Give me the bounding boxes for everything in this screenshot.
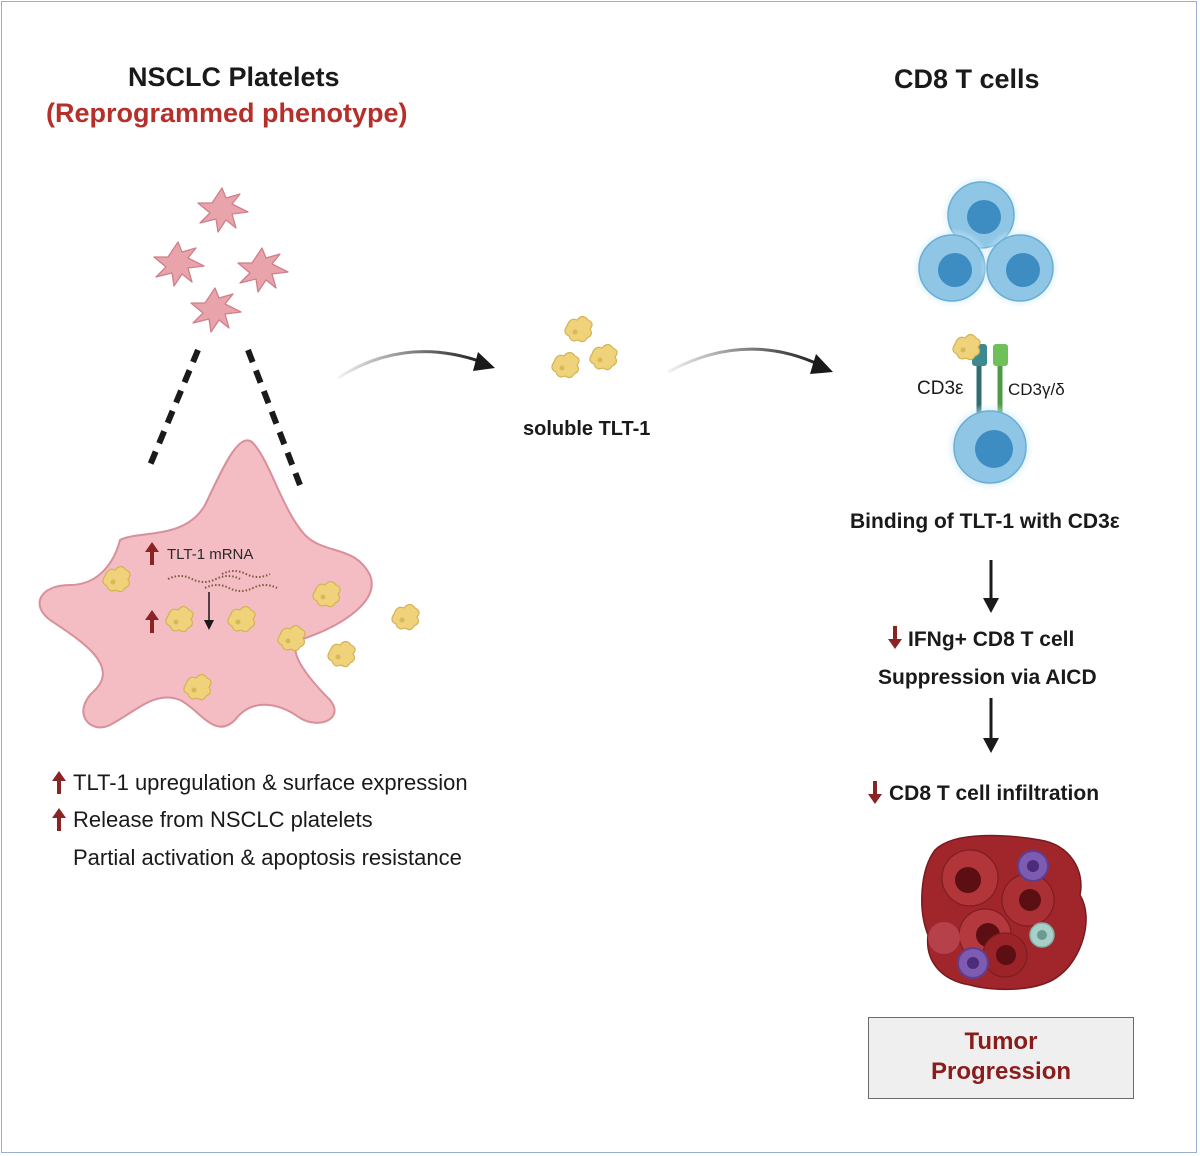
cd3e-label: CD3ε [917, 378, 964, 399]
right-panel-title: CD8 T cells [894, 64, 1040, 94]
up-arrow-icon [52, 808, 66, 832]
up-arrow-icon [145, 610, 159, 634]
t-cell-icon [979, 227, 1061, 309]
platelet-icon [237, 247, 289, 293]
infiltration-label: CD8 T cell infiltration [889, 782, 1100, 805]
left-panel-title: NSCLC Platelets [128, 62, 340, 92]
soluble-tlt1-label: soluble TLT-1 [523, 418, 651, 440]
large-platelet-icon [38, 439, 373, 729]
up-arrow-icon [52, 771, 66, 795]
left-panel-subtitle: (Reprogrammed phenotype) [46, 98, 408, 128]
tlt1-protein-icon [589, 343, 618, 371]
tlt1-protein-icon [391, 603, 420, 631]
bullet-text: Partial activation & apoptosis resistanc… [73, 845, 462, 870]
tumor-progression-label: Tumor Progression [930, 1028, 1072, 1085]
binding-label: Binding of TLT-1 with CD3ε [850, 510, 1120, 533]
platelet-icon [153, 241, 205, 287]
t-cell-icon [946, 403, 1034, 491]
up-arrow-icon [145, 542, 159, 566]
curved-arrow [337, 350, 483, 380]
tlt1-protein-icon [327, 640, 356, 668]
mrna-strand [221, 570, 271, 578]
bullet-text: Release from NSCLC platelets [73, 807, 373, 832]
tlt1-protein-icon [952, 333, 981, 361]
platelet-icon [190, 287, 242, 333]
ifng-label: IFNg+ CD8 T cell [908, 628, 1075, 651]
down-arrow-icon [868, 781, 882, 805]
mrna-label: TLT-1 mRNA [167, 546, 254, 563]
curved-arrow [667, 347, 821, 374]
tlt1-protein-icon [564, 315, 593, 343]
tumor-progression-box: Tumor Progression [868, 1017, 1134, 1099]
cd3gd-label: CD3γ/δ [1008, 380, 1065, 399]
down-arrow-icon [888, 626, 902, 650]
zoom-line [145, 348, 201, 472]
platelet-icon [197, 187, 249, 233]
zoom-line [245, 348, 303, 487]
tumor-icon [921, 834, 1087, 991]
cd3gd-receptor [993, 344, 1008, 366]
aicd-label: Suppression via AICD [878, 666, 1097, 689]
tlt1-protein-icon [551, 351, 580, 379]
bullet-text: TLT-1 upregulation & surface expression [73, 770, 468, 795]
